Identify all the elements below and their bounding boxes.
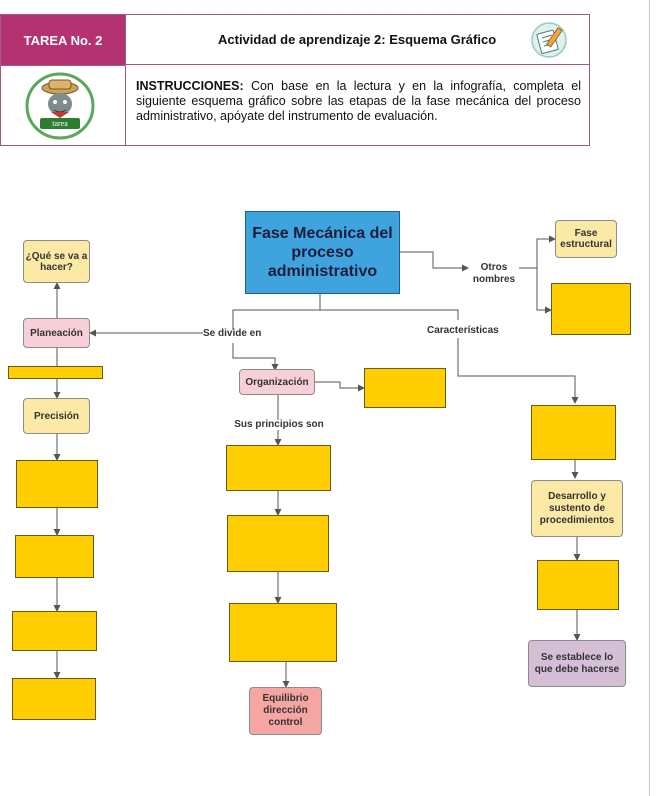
activity-title-text: Actividad de aprendizaje 2: Esquema Gráf… — [218, 32, 497, 47]
blank-box-principio-1[interactable] — [226, 445, 331, 491]
logo-cell: tarea — [1, 65, 125, 145]
blank-box-otro-nombre[interactable] — [551, 283, 631, 335]
tarea-logo: tarea — [25, 72, 95, 140]
se-establece-node: Se establece lo que debe hacerse — [528, 640, 626, 687]
blank-box-planeacion-2[interactable] — [15, 535, 94, 578]
blank-box-caracteristica-1[interactable] — [531, 405, 616, 460]
blank-box-organizacion[interactable] — [364, 368, 446, 408]
caracteristicas-label: Características — [427, 325, 499, 336]
blank-bar-planeacion[interactable] — [8, 366, 103, 379]
se-divide-en-label: Se divide en — [203, 328, 262, 339]
desarrollo-node: Desarrollo y sustento de procedimientos — [531, 480, 623, 537]
header-table: TAREA No. 2 Actividad de aprendizaje 2: … — [0, 14, 590, 146]
organizacion-node: Organización — [239, 369, 315, 395]
task-number-tag: TAREA No. 2 — [1, 15, 125, 65]
blank-box-planeacion-3[interactable] — [12, 611, 97, 651]
main-node: Fase Mecánica del proceso administrativo — [245, 211, 400, 294]
blank-box-planeacion-1[interactable] — [16, 460, 98, 508]
instructions: INSTRUCCIONES: Con base en la lectura y … — [125, 65, 589, 145]
planeacion-node: Planeación — [23, 318, 90, 348]
blank-box-principio-3[interactable] — [229, 603, 337, 662]
blank-box-caracteristica-2[interactable] — [537, 560, 619, 610]
instructions-text: Con base en la lectura y en la infografí… — [136, 79, 581, 123]
page-edge-line — [649, 0, 650, 796]
instructions-label: INSTRUCCIONES: — [136, 79, 244, 93]
tarea-logo-text: tarea — [52, 119, 68, 128]
pencil-paper-icon — [530, 21, 568, 59]
fase-estructural-node: Fase estructural — [555, 220, 617, 258]
activity-title: Actividad de aprendizaje 2: Esquema Gráf… — [125, 15, 589, 65]
que-se-va-node: ¿Qué se va a hacer? — [23, 240, 90, 283]
sus-principios-label: Sus principios son — [234, 419, 324, 430]
blank-box-planeacion-4[interactable] — [12, 678, 96, 720]
equilibrio-node: Equilibrio dirección control — [249, 687, 322, 735]
main-node-text: Fase Mecánica del proceso administrativo — [252, 225, 393, 280]
otros-nombres-label: Otros nombres — [472, 262, 516, 285]
blank-box-principio-2[interactable] — [227, 515, 329, 572]
precision-node: Precisión — [23, 398, 90, 434]
